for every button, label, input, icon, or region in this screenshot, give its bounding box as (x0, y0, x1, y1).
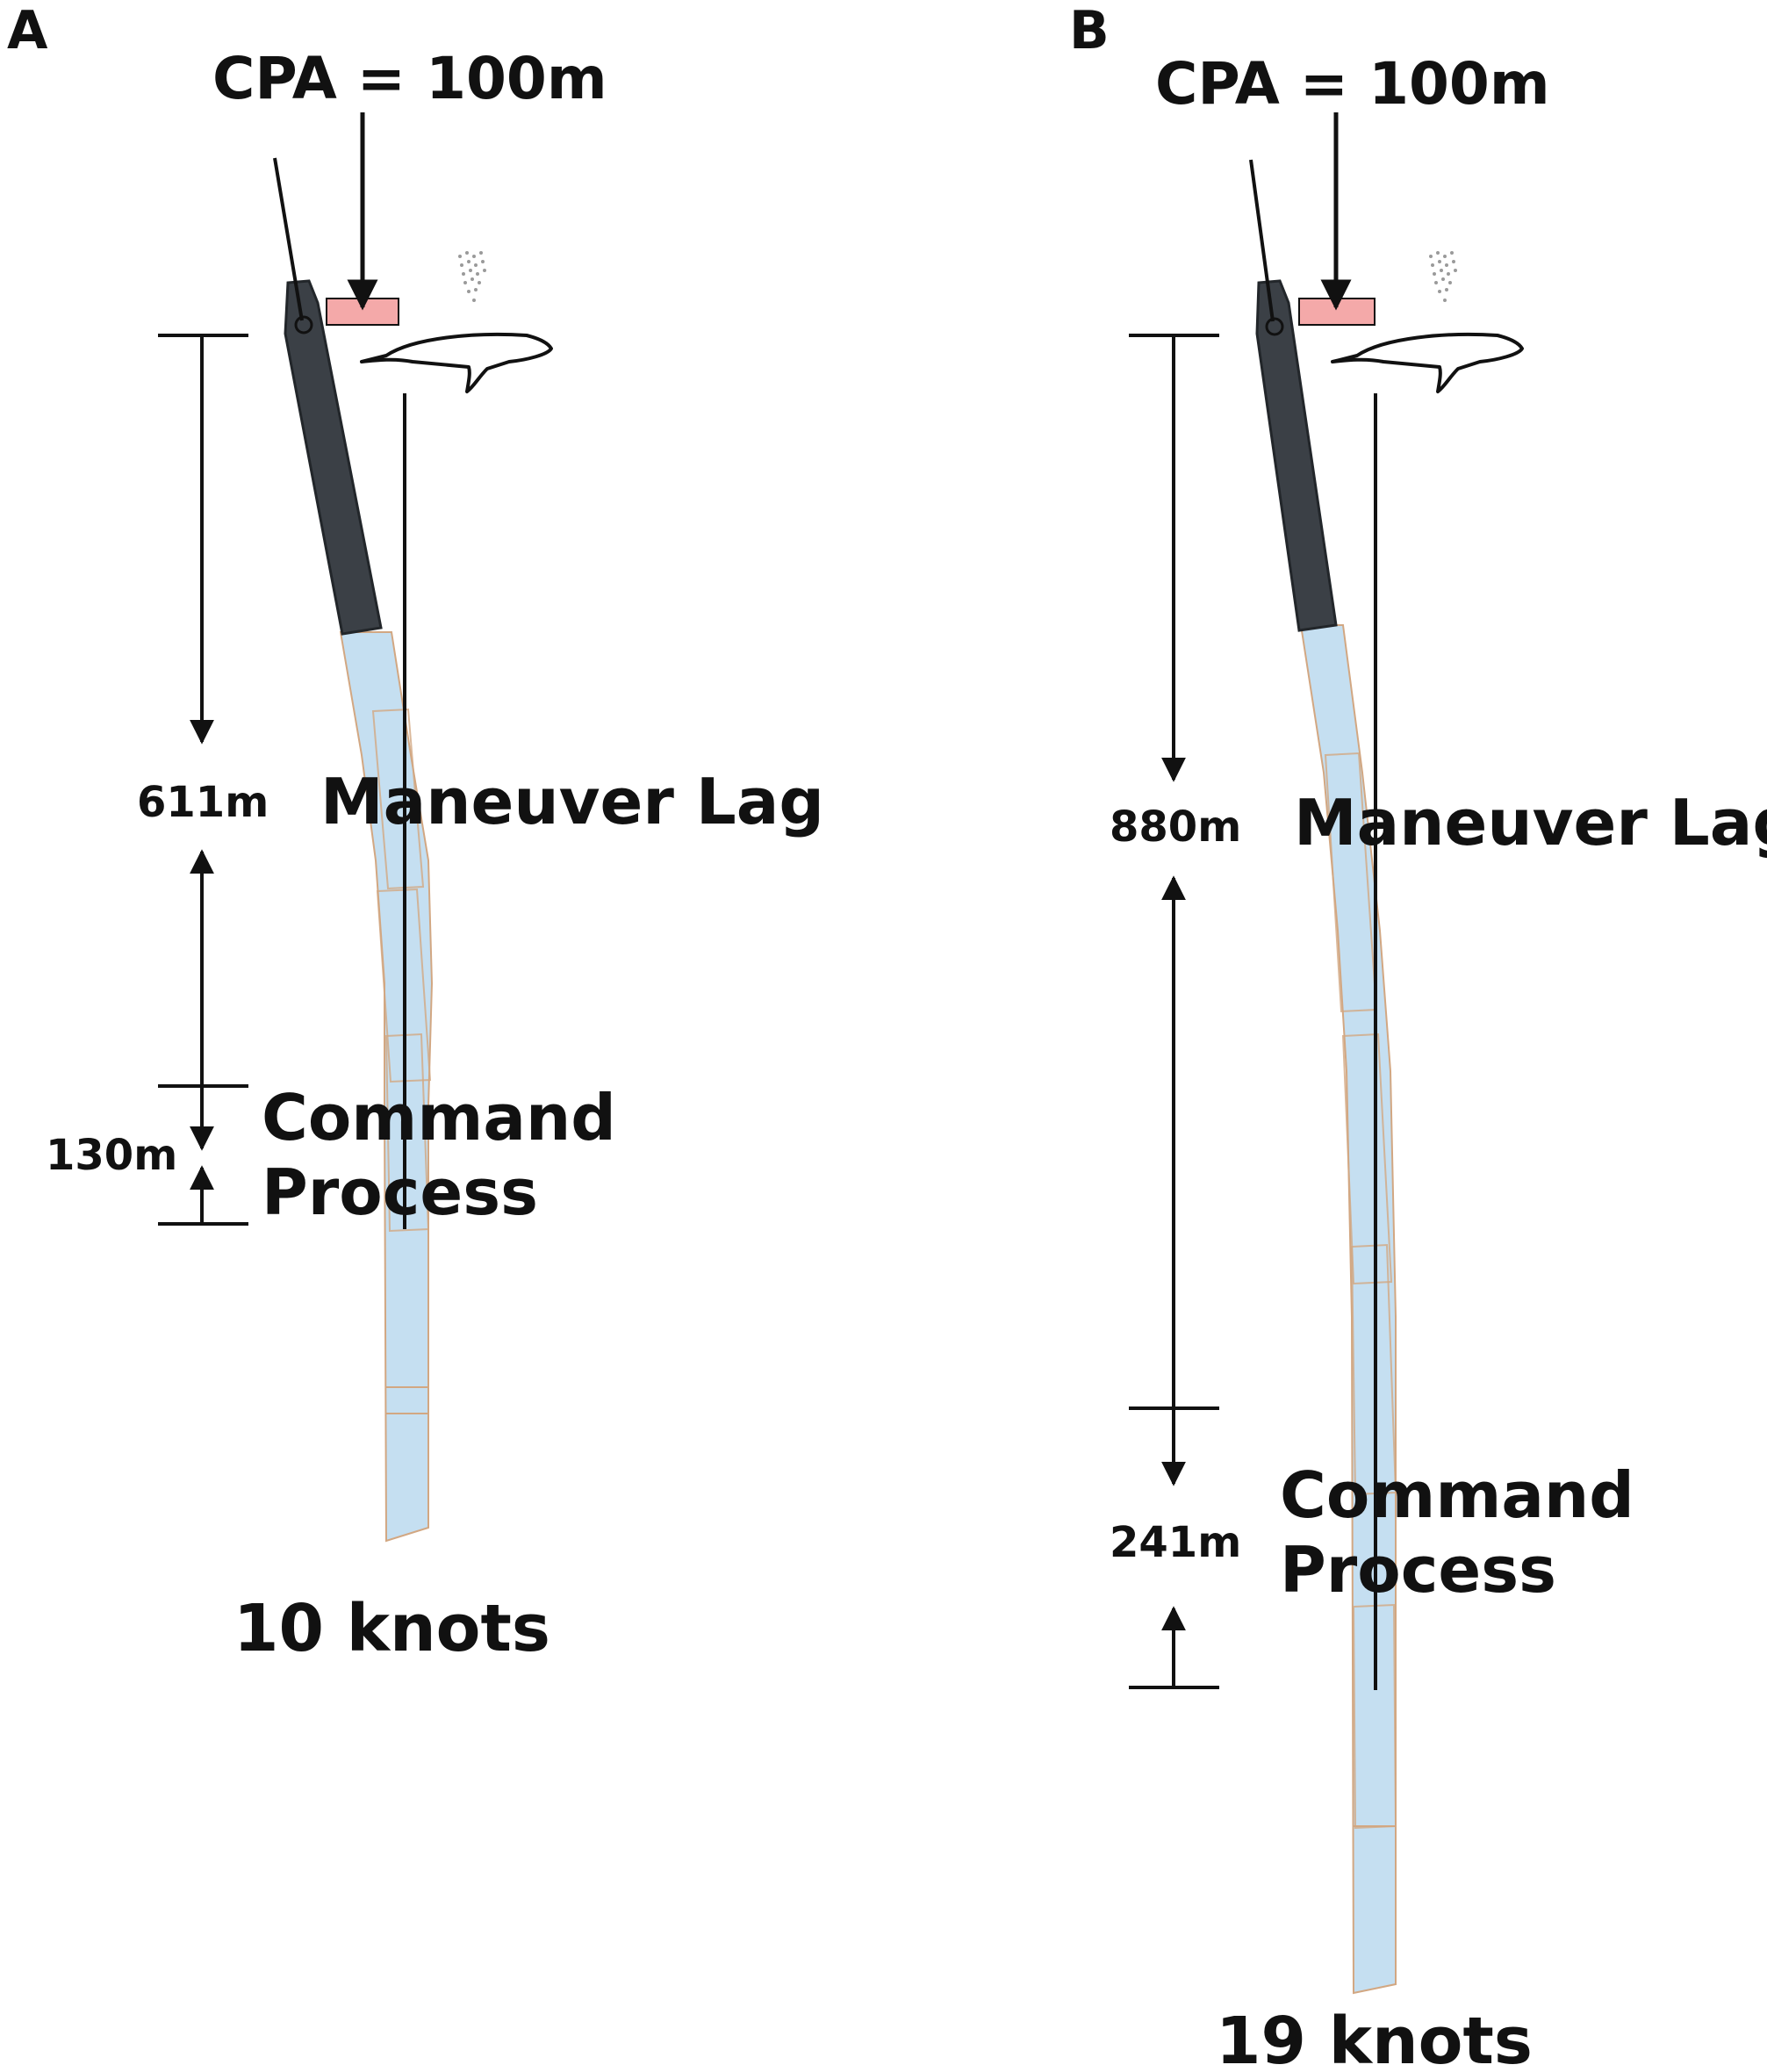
command-distance: 130m (46, 1131, 177, 1180)
maneuver-lag-label: Maneuver Lag (320, 765, 824, 838)
panel-label: B (1069, 0, 1110, 61)
speed-label: 19 knots (1216, 2004, 1533, 2072)
whale-icon (360, 332, 553, 393)
dimension-lines (158, 334, 248, 1226)
panel-label: A (7, 0, 48, 61)
vessel-shape (284, 279, 383, 636)
maneuver-lag-label: Maneuver Lag (1294, 786, 1767, 860)
whale-blow-icon (458, 251, 486, 302)
command-label-line-1: Command (262, 1081, 616, 1155)
whale-blow-icon (1429, 251, 1457, 302)
command-label-line-2: Process (1280, 1533, 1556, 1607)
whale-icon (1331, 332, 1524, 393)
speed-label: 10 knots (233, 1591, 550, 1666)
panel-a: A CPA = 100m (7, 0, 824, 1666)
command-distance: 241m (1110, 1518, 1241, 1567)
maneuver-distance: 611m (137, 778, 269, 827)
original-heading-line (273, 157, 304, 321)
cpa-zone (326, 298, 399, 326)
panel-b: B CPA = 100m (1069, 0, 1767, 2072)
vessel-pivot-icon (1265, 317, 1284, 336)
command-label-line-1: Command (1280, 1458, 1634, 1532)
maneuver-distance: 880m (1110, 802, 1241, 852)
cpa-label: CPA = 100m (212, 45, 607, 112)
original-heading-line (1249, 159, 1275, 322)
dimension-lines (1129, 334, 1219, 1689)
vessel-pivot-icon (294, 315, 313, 335)
cpa-label: CPA = 100m (1155, 50, 1550, 118)
vessel-shape (1255, 279, 1338, 632)
command-label-line-2: Process (262, 1155, 538, 1229)
